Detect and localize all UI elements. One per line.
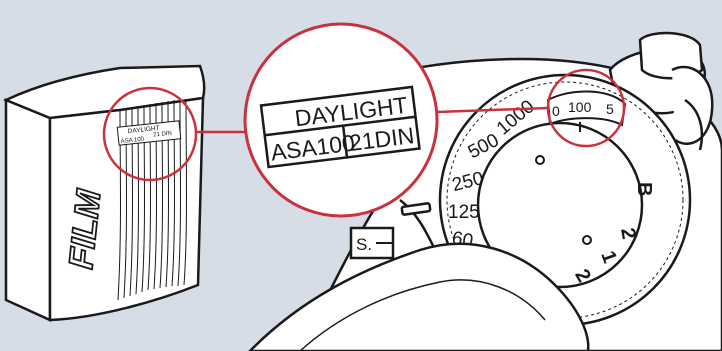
film-speed-value: 100 [568, 99, 592, 115]
film-speed-right-mark: 5 [606, 101, 614, 117]
speed-125: 125 [448, 202, 480, 223]
film-speed-left-mark: 0 [552, 103, 560, 119]
magnifier: DAYLIGHT ASA100 21DIN [245, 24, 437, 216]
s-tab-label: S. [356, 235, 372, 254]
s-tab: S. [351, 228, 393, 258]
mark-b: B [633, 182, 655, 196]
